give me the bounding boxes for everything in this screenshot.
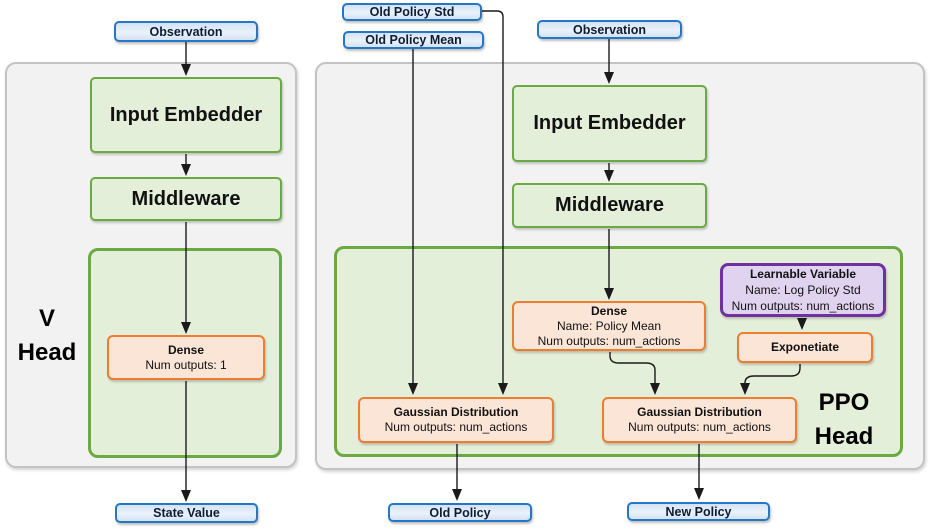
old-policy-mean-label: Old Policy Mean <box>365 33 462 47</box>
input-embedder-box-v-head: Input Embedder <box>90 77 282 153</box>
v-head-label-line2: Head <box>17 339 77 366</box>
learnable-variable-name: Name: Log Policy Std <box>745 283 861 297</box>
old-policy-box: Old Policy <box>388 503 532 522</box>
old-policy-mean-box: Old Policy Mean <box>343 31 484 49</box>
old-policy-label: Old Policy <box>429 505 491 520</box>
gaussian-old-title: Gaussian Distribution <box>393 405 519 419</box>
old-policy-std-label: Old Policy Std <box>369 5 455 19</box>
learnable-variable-box: Learnable Variable Name: Log Policy Std … <box>720 263 886 317</box>
input-embedder-box-ppo-head: Input Embedder <box>512 85 707 162</box>
exponetiate-box: Exponetiate <box>737 332 873 363</box>
gaussian-distribution-box-old: Gaussian Distribution Num outputs: num_a… <box>358 397 554 443</box>
dense-outputs-v-head: Num outputs: 1 <box>145 357 227 372</box>
new-policy-box: New Policy <box>627 502 770 521</box>
dense-title-policy-mean: Dense <box>590 303 628 318</box>
gaussian-distribution-box-new: Gaussian Distribution Num outputs: num_a… <box>602 397 797 443</box>
exponetiate-label: Exponetiate <box>770 340 839 354</box>
gaussian-new-outputs: Num outputs: num_actions <box>628 420 771 434</box>
ppo-head-label-line2: Head <box>814 423 874 450</box>
dense-box-policy-mean: Dense Name: Policy Mean Num outputs: num… <box>512 301 706 351</box>
observation-label-v-head: Observation <box>149 24 223 39</box>
dense-box-v-head: Dense Num outputs: 1 <box>107 335 265 380</box>
old-policy-std-box: Old Policy Std <box>342 3 482 21</box>
gaussian-old-outputs: Num outputs: num_actions <box>384 420 528 434</box>
ppo-head-label-line1: PPO <box>818 389 870 416</box>
observation-box-v-head: Observation <box>114 21 258 42</box>
input-embedder-label-v-head: Input Embedder <box>109 103 263 126</box>
observation-label-ppo-head: Observation <box>573 22 646 37</box>
dense-name-policy-mean: Name: Policy Mean <box>556 318 662 333</box>
input-embedder-label-ppo-head: Input Embedder <box>533 112 686 134</box>
state-value-box: State Value <box>115 503 258 523</box>
gaussian-new-title: Gaussian Distribution <box>637 405 762 419</box>
dense-title-v-head: Dense <box>167 342 205 357</box>
ppo-head-label: PPO Head <box>800 386 888 454</box>
learnable-variable-title: Learnable Variable <box>749 267 857 281</box>
middleware-box-ppo-head: Middleware <box>512 183 707 228</box>
middleware-box-v-head: Middleware <box>90 177 282 221</box>
v-head-label: V Head <box>8 302 86 370</box>
observation-box-ppo-head: Observation <box>537 20 682 39</box>
learnable-variable-outputs: Num outputs: num_actions <box>731 299 875 313</box>
middleware-label-v-head: Middleware <box>131 187 241 210</box>
new-policy-label: New Policy <box>665 504 732 519</box>
v-head-label-line1: V <box>38 305 55 332</box>
state-value-label: State Value <box>153 506 220 520</box>
middleware-label-ppo-head: Middleware <box>555 194 664 216</box>
dense-outputs-policy-mean: Num outputs: num_actions <box>537 333 681 348</box>
